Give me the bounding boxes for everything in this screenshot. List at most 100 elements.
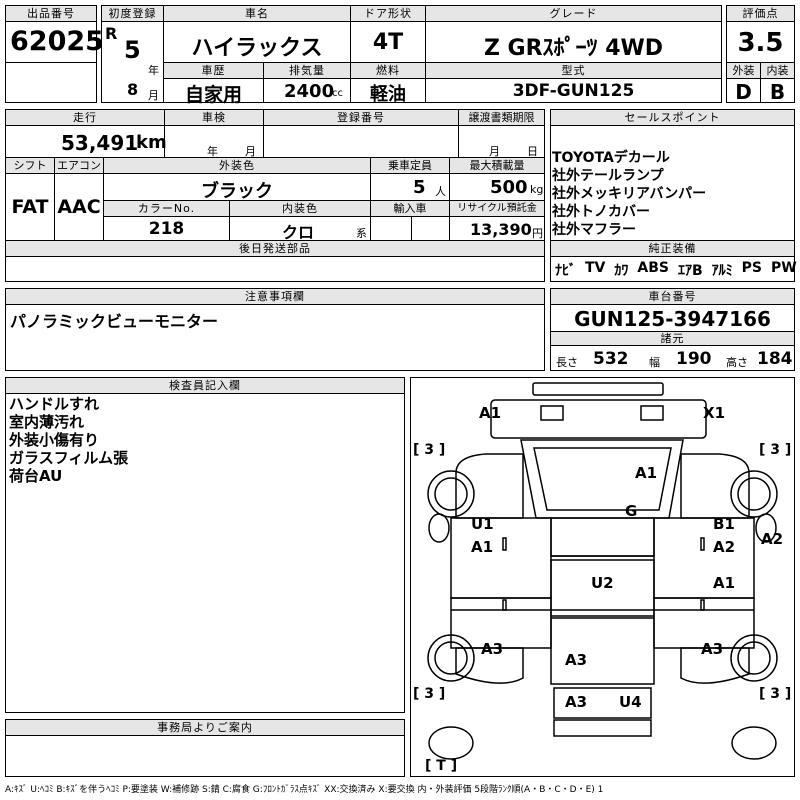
color-box: ブラック (103, 173, 371, 202)
interior-color-label: 内装色 (229, 200, 371, 217)
mark-rear-right: U4 (619, 693, 642, 711)
inspector-line: 荷台AU (9, 467, 63, 485)
equipment-ps: PS (741, 260, 762, 276)
damage-diagram: A1 X1 A1 G U1 A1 B1 A2 A2 U2 A1 A3 A3 A3… (410, 377, 795, 777)
inspector-line: ガラスフィルム張 (9, 449, 129, 467)
mark-bed-front: U2 (591, 574, 614, 592)
capacity-box: 5 人 (370, 173, 450, 201)
length: 532 (593, 349, 629, 369)
transfer-label: 譲渡書類期限 (458, 109, 545, 126)
notes-box: パノラミックビューモニター (5, 304, 545, 371)
truck-outline (427, 382, 778, 760)
shift-label: シフト (5, 157, 55, 174)
score-box: 3.5 (726, 21, 795, 63)
width: 190 (676, 349, 712, 369)
legend: A:ｷｽﾞ U:ﾍｺﾐ B:ｷｽﾞを伴うﾍｺﾐ P:要塗装 W:補修跡 S:錆 … (5, 785, 604, 795)
tire-front-right: [ 3 ] (759, 442, 792, 458)
mark-front-left: A1 (479, 404, 502, 422)
mark-front-right: X1 (703, 404, 726, 422)
lot-number: 62025 (10, 26, 104, 57)
maxload-box: 500 kg (449, 173, 545, 201)
recycle: 13,390 (470, 220, 532, 239)
interior-label: 内装 (760, 62, 795, 79)
mark-right-fender: A2 (761, 530, 784, 548)
mark-left-rear-quarter: A3 (481, 640, 504, 658)
equipment-pw: PW (771, 260, 797, 276)
displacement-label: 排気量 (263, 62, 351, 79)
tire-spare: [ T ] (425, 758, 458, 774)
equipment-nav: ﾅﾋﾞ (555, 263, 576, 279)
interior-color-unit: 系 (356, 227, 367, 240)
height-label: 高さ (726, 356, 748, 369)
mark-right-rear-quarter: A3 (701, 640, 724, 658)
reg-month: 8 (127, 80, 139, 99)
inspection-box: 年 月 (164, 125, 264, 158)
colorno-label: カラーNo. (103, 200, 230, 217)
door-label: ドア形状 (350, 5, 426, 22)
recycle-box: 13,390 円 (449, 216, 545, 241)
plate-label: 登録番号 (263, 109, 459, 126)
chassis-box: GUN125-3947166 (550, 304, 795, 332)
transfer-day-unit: 日 (527, 145, 538, 158)
model-box: 3DF-GUN125 (425, 78, 722, 103)
tire-rear-left: [ 3 ] (413, 686, 446, 702)
equipment-tv: TV (585, 260, 606, 276)
score: 3.5 (737, 28, 784, 58)
transfer-month-unit: 月 (489, 145, 500, 158)
equipment-abs: ABS (637, 260, 669, 276)
sales-point: 社外マフラー (552, 222, 636, 238)
history-label: 車歴 (163, 62, 264, 79)
door-box: 4T (350, 21, 426, 63)
exterior-score: D (735, 80, 752, 104)
history-box: 自家用 (163, 78, 264, 106)
inspector-line: ハンドルすれ (9, 395, 100, 413)
grade-label: グレード (425, 5, 722, 22)
door-type: 4T (372, 30, 404, 55)
month-unit: 月 (148, 89, 159, 102)
colorno: 218 (148, 219, 185, 239)
equipment-alloy: ｱﾙﾐ (711, 263, 733, 279)
exterior-box: D (726, 78, 761, 104)
inspection-year-unit: 年 (207, 145, 218, 158)
plate-box (263, 125, 459, 158)
maxload-unit: kg (530, 183, 544, 196)
model-label: 型式 (425, 62, 722, 79)
exterior-label: 外装 (726, 62, 761, 79)
mark-left-door-u: U1 (471, 515, 494, 533)
displacement-unit: cc (332, 88, 343, 99)
mileage-label: 走行 (5, 109, 165, 126)
fuel-label: 燃料 (350, 62, 426, 79)
mileage-box: 53,491 km (5, 125, 167, 158)
car-name-box: ハイラックス (163, 21, 351, 63)
sales-label: セールスポイント (550, 109, 795, 126)
first-reg-label: 初度登録 (101, 5, 164, 22)
height: 184 (757, 349, 793, 369)
chassis-label: 車台番号 (550, 288, 795, 305)
equipment-box: ﾅﾋﾞ TV ｶﾜ ABS ｴｱB ｱﾙﾐ PS PW (550, 256, 797, 282)
shift-box: FAT (5, 173, 55, 241)
mark-bed: A3 (565, 651, 588, 669)
inspection-label: 車検 (164, 109, 264, 126)
era: R (105, 24, 118, 43)
first-reg-box: R 5 年 8 月 (101, 21, 164, 103)
score-label: 評価点 (726, 5, 795, 22)
sales-point: TOYOTAデカール (552, 150, 670, 166)
mileage-unit: km (136, 132, 167, 153)
year-unit: 年 (148, 64, 159, 77)
maxload-label: 最大積載量 (449, 157, 545, 174)
model: 3DF-GUN125 (512, 81, 635, 101)
sales-point: 社外テールランプ (552, 168, 664, 184)
lot-blank (5, 62, 97, 103)
later-parts-label: 後日発送部品 (5, 240, 545, 257)
grade-box: Z GRｽﾎﾟｰﾂ 4WD (425, 21, 722, 63)
capacity: 5 (413, 177, 426, 198)
office-label: 事務局よりご案内 (5, 719, 405, 736)
car-name: ハイラックス (191, 36, 323, 61)
interior-box: B (760, 78, 795, 104)
sales-point: 社外メッキリアバンパー (552, 186, 707, 202)
later-parts-box (5, 256, 545, 282)
dims-label: 諸元 (550, 331, 795, 346)
inspector-line: 室内薄汚れ (9, 413, 85, 431)
capacity-unit: 人 (435, 185, 446, 198)
inspection-month-unit: 月 (245, 145, 256, 158)
